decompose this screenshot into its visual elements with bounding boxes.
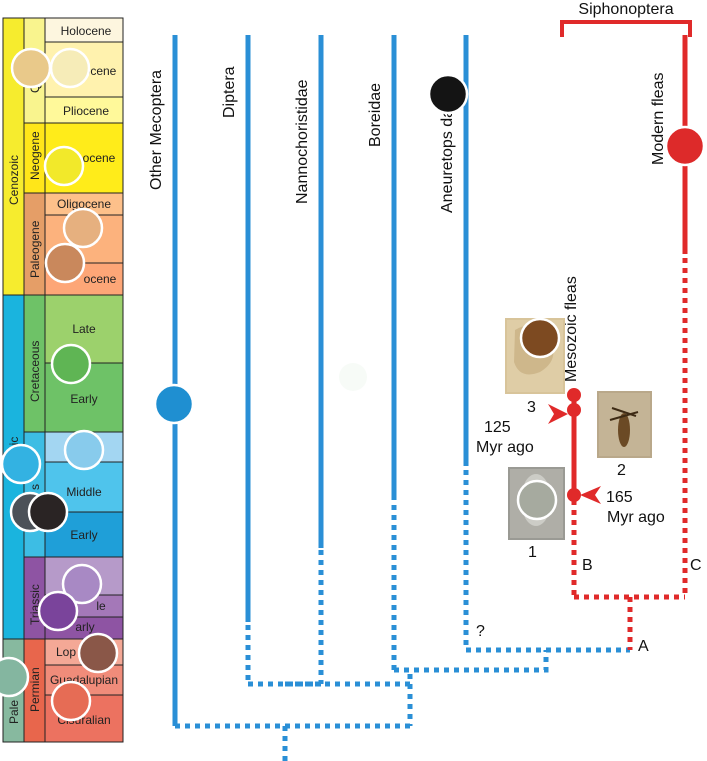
label-pleistocene-fragment: ocene — [84, 64, 117, 78]
marker-dot-cream — [49, 47, 91, 89]
label-other-mecoptera: Other Mecoptera — [148, 70, 165, 190]
node-label-a: A — [638, 638, 649, 655]
marker-dots — [0, 47, 706, 722]
fossil-number-2: 2 — [617, 462, 626, 479]
blue-lineages — [172, 35, 469, 726]
marker-dot-tan — [10, 47, 52, 89]
label-middle-jurassic: Middle — [66, 485, 102, 499]
marker-dot-black — [27, 491, 69, 533]
label-diptera: Diptera — [221, 66, 238, 118]
label-boreidae: Boreidae — [367, 83, 384, 147]
label-pliocene: Pliocene — [63, 104, 109, 118]
ghost-connector-mid — [285, 670, 413, 687]
red-ghost-lineages — [571, 258, 688, 650]
age-165-unit: Myr ago — [607, 509, 665, 526]
marker-dot-coral — [50, 680, 92, 722]
geologic-timescale: Holocene ocene Pliocene ocene Oligocene … — [2, 17, 124, 743]
epoch-pliocene-cell — [44, 96, 124, 124]
node-125 — [567, 403, 581, 417]
label-middle-triassic-fragment: le — [96, 599, 106, 613]
marker-dot-sage — [0, 656, 30, 698]
arrow-165-icon — [580, 486, 601, 504]
marker-dot-brown-photo — [519, 317, 561, 359]
age-125-value: 125 — [484, 419, 511, 436]
age-125-unit: Myr ago — [476, 439, 534, 456]
ghost-connector-boreidae — [394, 650, 549, 673]
label-early-cretaceous: Early — [70, 392, 97, 406]
label-mesozoic-fleas: Mesozoic fleas — [563, 276, 580, 382]
label-oligocene: Oligocene — [57, 197, 111, 211]
fossil-number-1: 1 — [528, 544, 537, 561]
marker-dot-blue — [153, 383, 195, 425]
marker-dot-red — [664, 125, 706, 167]
label-siphonoptera: Siphonoptera — [578, 1, 673, 18]
node-label-b: B — [582, 557, 593, 574]
label-period-jurassic-fragment: s — [28, 484, 42, 490]
label-period-permian: Permian — [28, 667, 42, 712]
marker-dot-green — [50, 343, 92, 385]
label-late-cretaceous: Late — [72, 322, 96, 336]
marker-dot-black-top — [427, 73, 469, 115]
age-165-value: 165 — [606, 489, 633, 506]
node-165 — [567, 488, 581, 502]
label-lopingian-fragment: Lop — [56, 645, 76, 659]
marker-dot-peach — [62, 207, 104, 249]
node-mesozoic-top — [567, 388, 581, 402]
label-modern-fleas: Modern fleas — [650, 73, 667, 166]
blue-ghost-lineages — [175, 470, 630, 761]
fossil-number-3: 3 — [527, 399, 536, 416]
label-miocene-fragment: ocene — [83, 151, 116, 165]
label-nannochoristidae: Nannochoristidae — [294, 79, 311, 204]
marker-dot-lavender — [61, 563, 103, 605]
label-early-triassic-fragment: arly — [75, 620, 94, 634]
marker-dot-gray-photo — [516, 479, 558, 521]
epoch-holocene-cell — [44, 17, 124, 43]
mesozoic-flea-nodes — [548, 388, 601, 504]
label-aneuretopsychidae-fragment: Aneuretops dae — [439, 100, 456, 213]
label-early-jurassic: Early — [70, 528, 97, 542]
marker-dot-cyan — [0, 443, 42, 485]
arrow-125-icon — [548, 404, 568, 424]
label-paleocene-fragment: ocene — [84, 272, 117, 286]
label-period-cretaceous: Cretaceous — [28, 341, 42, 402]
node-label-c: C — [690, 557, 702, 574]
marker-dot-purple — [37, 590, 79, 632]
label-era-cenozoic: Cenozoic — [7, 155, 21, 205]
siphonoptera-bracket — [560, 20, 692, 37]
label-period-paleogene: Paleogene — [28, 220, 42, 278]
label-holocene: Holocene — [61, 24, 112, 38]
fossil-photo-2 — [597, 391, 652, 458]
marker-dot-brown-orange — [44, 242, 86, 284]
label-era-paleozoic-fragment: Pale — [7, 700, 21, 724]
marker-dot-brown — [77, 632, 119, 674]
label-period-neogene: Neogene — [28, 131, 42, 180]
marker-dot-faint — [339, 363, 367, 391]
marker-dot-yellow — [43, 145, 85, 187]
question-mark: ? — [476, 623, 485, 640]
marker-dot-light-blue — [63, 429, 105, 471]
